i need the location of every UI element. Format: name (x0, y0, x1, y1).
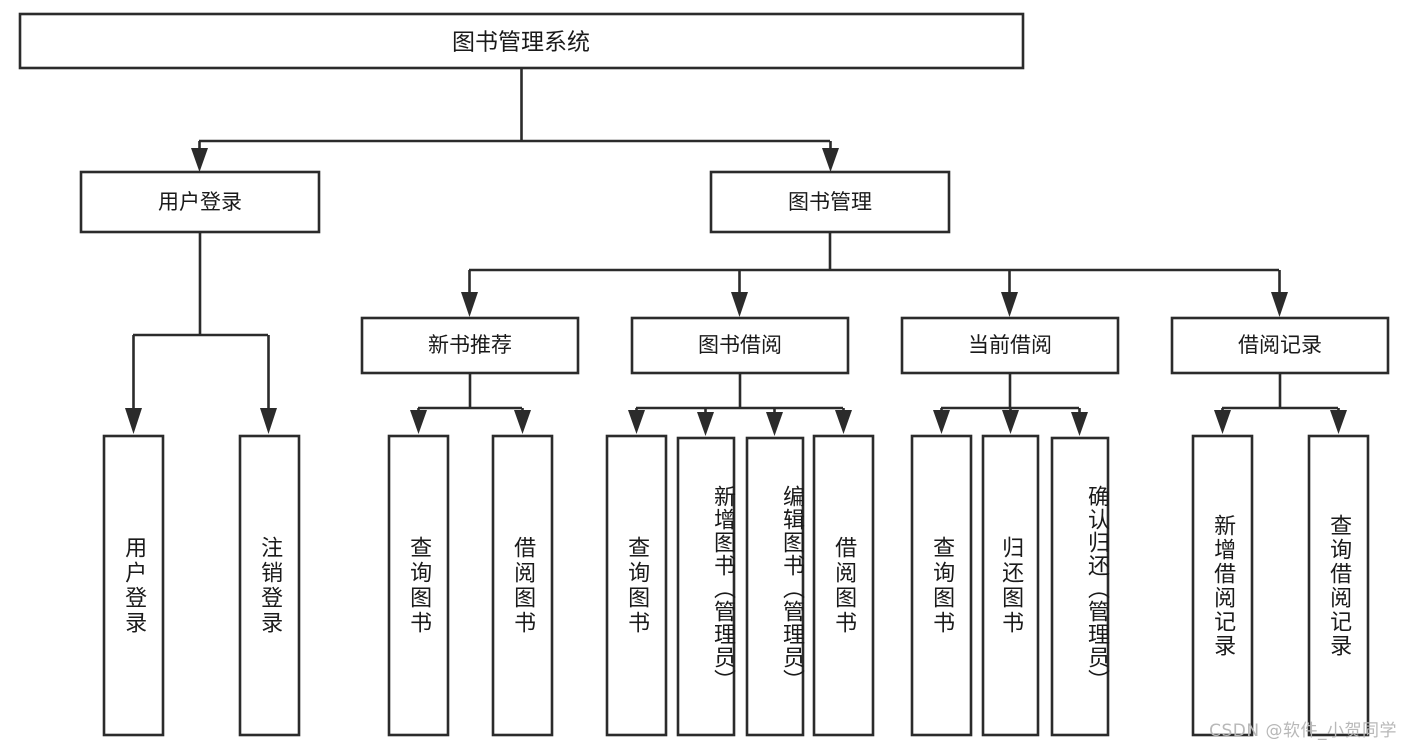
leaf-box-add-book[interactable] (676, 436, 736, 737)
leaf-box-return-book[interactable] (981, 434, 1040, 737)
root-box[interactable] (18, 12, 1025, 70)
edges-current-borrow-to-leaves (933, 373, 1088, 436)
node-book-manage[interactable]: 图书管理 (709, 170, 951, 234)
arrow-leaf-user-login (125, 408, 142, 434)
edges-book-manage-to-level3 (461, 232, 1288, 317)
edges-root-to-level2 (191, 68, 839, 172)
node-borrow-record[interactable]: 借阅记录 (1170, 316, 1390, 375)
arrow-b1 (514, 410, 531, 434)
new-book-recommend-label: 新书推荐 (428, 333, 512, 357)
leaf-box-query-book-3[interactable] (910, 434, 973, 737)
node-current-borrow[interactable]: 当前借阅 (900, 316, 1120, 375)
arrow-book-borrow (731, 292, 748, 317)
arrow-user-login (191, 148, 208, 172)
leaf-box-add-record[interactable] (1191, 434, 1254, 737)
arrow-addrec (1214, 410, 1231, 434)
leaf-box-confirm-return[interactable] (1050, 436, 1110, 737)
node-user-login[interactable]: 用户登录 (79, 170, 321, 234)
csdn-watermark: CSDN @软件_小贺同学 (1209, 721, 1397, 741)
leaf-box-query-book-2[interactable] (605, 434, 668, 737)
leaf-box-borrow-book-1[interactable] (491, 434, 554, 737)
edges-new-book-to-leaves (410, 373, 531, 434)
borrow-record-label: 借阅记录 (1238, 333, 1322, 357)
arrow-qrec (1330, 410, 1347, 434)
edges-borrow-record-to-leaves (1214, 373, 1347, 434)
arrow-leaf-logout (260, 408, 277, 434)
current-borrow-label: 当前借阅 (968, 333, 1052, 357)
arrow-edit (766, 412, 783, 436)
arrow-q2 (628, 410, 645, 434)
current-borrow-box[interactable] (900, 316, 1120, 375)
leaf-box-query-record[interactable] (1307, 434, 1370, 737)
arrow-borrow-record (1271, 292, 1288, 317)
leaf-box-logout-login[interactable] (238, 434, 301, 737)
borrow-record-box[interactable] (1170, 316, 1390, 375)
book-borrow-box[interactable] (630, 316, 850, 375)
edges-book-borrow-to-leaves (628, 373, 852, 436)
arrow-confirm (1071, 412, 1088, 436)
book-manage-label: 图书管理 (788, 190, 872, 214)
leaf-box-user-login[interactable] (102, 434, 165, 737)
book-manage-box[interactable] (709, 170, 951, 234)
user-login-label: 用户登录 (158, 190, 242, 214)
edges-user-login-to-leaves (125, 232, 277, 434)
new-book-recommend-box[interactable] (360, 316, 580, 375)
node-new-book-recommend[interactable]: 新书推荐 (360, 316, 580, 375)
arrow-add (697, 412, 714, 436)
node-book-borrow[interactable]: 图书借阅 (630, 316, 850, 375)
root-label: 图书管理系统 (452, 30, 590, 56)
leaf-box-borrow-book-2[interactable] (812, 434, 875, 737)
arrow-q1 (410, 410, 427, 434)
node-root[interactable]: 图书管理系统 (18, 12, 1025, 70)
leaf-box-query-book-1[interactable] (387, 434, 450, 737)
arrow-q3 (933, 410, 950, 434)
arrow-return (1002, 410, 1019, 434)
arrow-new-book (461, 292, 478, 317)
book-borrow-label: 图书借阅 (698, 333, 782, 357)
arrow-current-borrow (1001, 292, 1018, 317)
arrow-book-manage (822, 148, 839, 172)
arrow-b2 (835, 410, 852, 434)
leaf-box-edit-book[interactable] (745, 436, 805, 737)
